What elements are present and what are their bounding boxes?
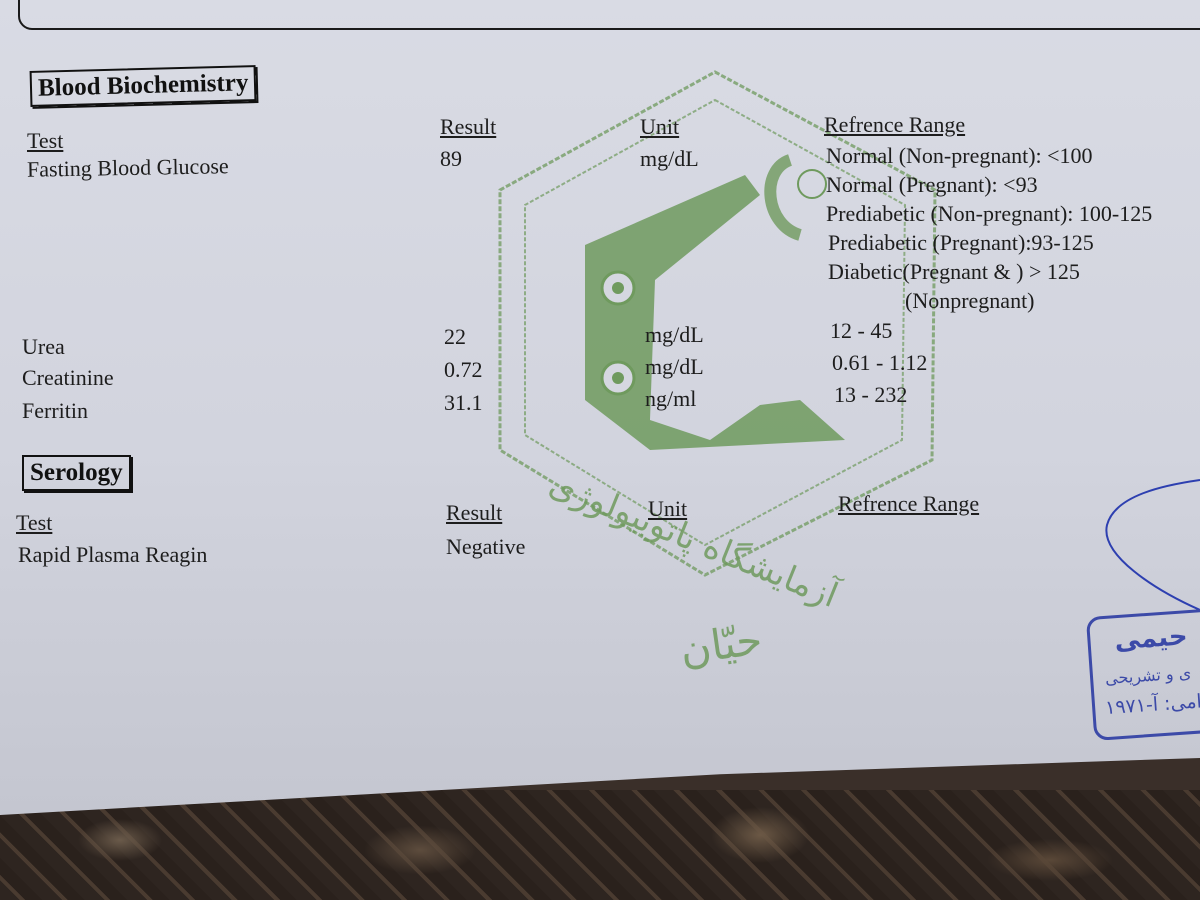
glucose-range-line: (Nonpregnant) <box>905 288 1035 313</box>
glucose-range-line: Diabetic(Pregnant & ) > 125 <box>828 259 1080 284</box>
serology-col-header-result: Result <box>446 500 503 525</box>
serology-col-header-range: Refrence Range <box>838 491 980 516</box>
serology-col-header-unit: Unit <box>648 496 688 521</box>
creatinine-test-name: Creatinine <box>22 365 114 390</box>
serology-col-header-test: Test <box>16 510 53 535</box>
col-header-result: Result <box>440 114 497 139</box>
col-header-unit: Unit <box>640 114 680 139</box>
urea-result: 22 <box>444 324 466 349</box>
ferritin-test-name: Ferritin <box>22 398 88 423</box>
creatinine-range: 0.61 - 1.12 <box>832 350 928 375</box>
ferritin-result: 31.1 <box>444 390 483 415</box>
urea-range: 12 - 45 <box>830 318 893 343</box>
biochemistry-title: Blood Biochemistry <box>29 65 257 107</box>
glucose-range-line: Prediabetic (Non-pregnant): 100-125 <box>826 201 1153 226</box>
serology-title: Serology <box>22 455 131 491</box>
doctor-seal: حیمی ی و تشریحی امی: آ-۱۹۷۱ <box>1085 607 1200 741</box>
lab-stamp-logo <box>498 70 937 577</box>
seal-line-1: حیمی <box>1113 621 1189 657</box>
seal-line-2: ی و تشریحی <box>1104 663 1192 689</box>
col-header-test: Test <box>27 128 64 153</box>
header-box <box>18 0 1200 30</box>
col-header-range: Refrence Range <box>824 112 966 137</box>
glucose-range-line: Prediabetic (Pregnant):93-125 <box>828 230 1094 255</box>
glucose-test-name: Fasting Blood Glucose <box>26 153 229 182</box>
glucose-range-line: Normal (Pregnant): <93 <box>826 172 1038 197</box>
urea-test-name: Urea <box>22 334 65 359</box>
glucose-range-line: Normal (Non-pregnant): <100 <box>826 143 1093 168</box>
rpr-test-name: Rapid Plasma Reagin <box>18 542 208 567</box>
creatinine-result: 0.72 <box>444 357 483 382</box>
lab-report-page: آزمایشگاه پاتوبیولوژی حیّان Blood Bioche… <box>0 0 1200 815</box>
glucose-unit: mg/dL <box>640 146 699 171</box>
rpr-result: Negative <box>446 534 526 559</box>
urea-unit: mg/dL <box>645 322 704 347</box>
carpet-background <box>0 790 1200 900</box>
creatinine-unit: mg/dL <box>645 354 704 379</box>
glucose-result: 89 <box>440 146 462 171</box>
seal-line-3: امی: آ-۱۹۷۱ <box>1104 690 1200 720</box>
ferritin-range: 13 - 232 <box>834 382 908 407</box>
signature-mark <box>1105 479 1200 611</box>
ferritin-unit: ng/ml <box>645 386 697 411</box>
